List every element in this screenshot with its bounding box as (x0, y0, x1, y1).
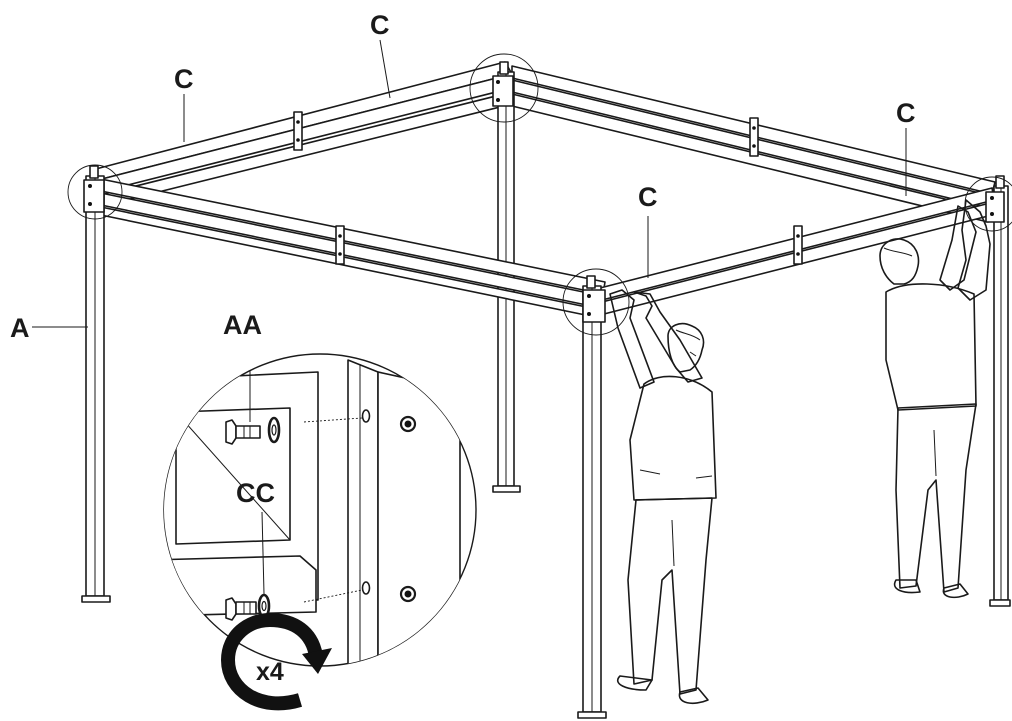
post-right (985, 175, 1011, 607)
label-aa: AA (223, 310, 262, 340)
post-left (81, 165, 111, 603)
corner-detail-circle-left (67, 164, 123, 220)
leader-line-c-top (379, 39, 391, 99)
corner-detail-circle-front (562, 268, 630, 336)
label-a: A (10, 313, 30, 343)
person-front-figure (609, 289, 717, 705)
rotate-arrow-icon (220, 612, 332, 711)
beam-back-left (91, 61, 513, 207)
corner-detail-circle-back (469, 53, 539, 123)
label-c-front: C (638, 182, 658, 212)
label-cc: CC (236, 478, 275, 508)
label-c-right: C (896, 98, 916, 128)
beam-front-left (95, 177, 606, 319)
label-c-left: C (174, 64, 194, 94)
hardware-detail-inset (163, 353, 477, 667)
beam-back-right (511, 65, 996, 223)
person-back-figure (879, 199, 991, 599)
beam-front-right (599, 187, 997, 315)
post-front (577, 275, 607, 719)
label-x4: x4 (256, 658, 284, 686)
label-c-top: C (370, 10, 390, 40)
